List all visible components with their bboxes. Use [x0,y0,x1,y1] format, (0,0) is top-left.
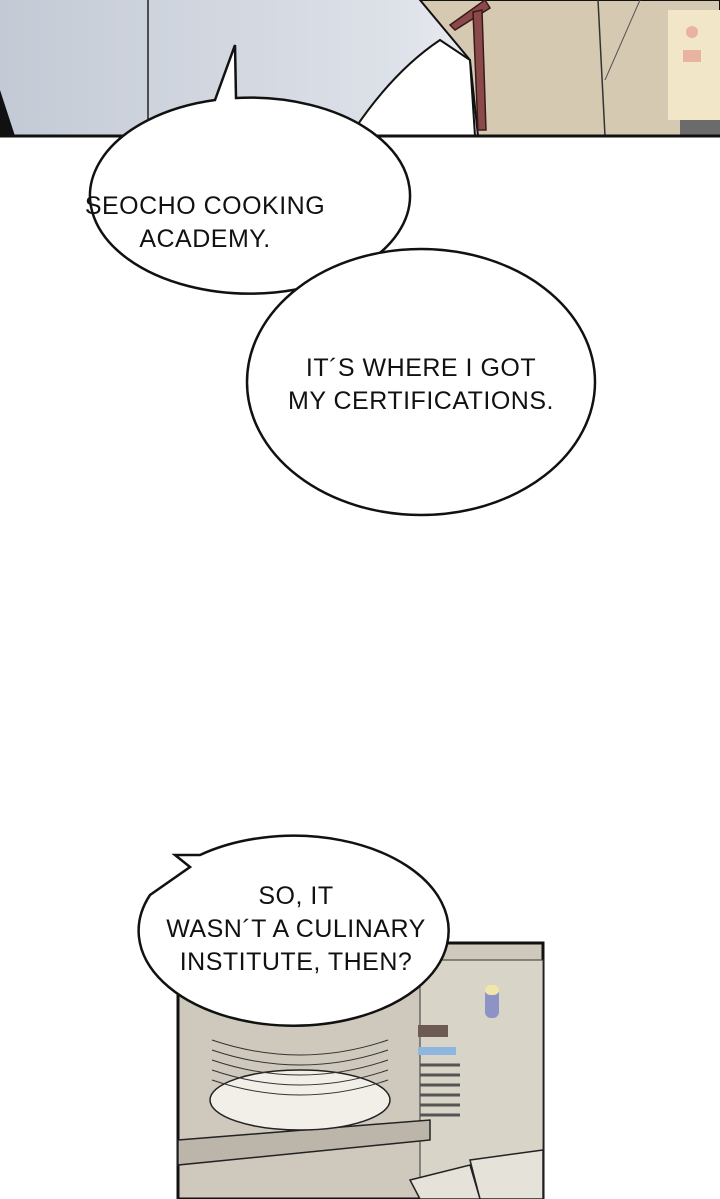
top-panel [0,0,720,138]
bubble-line: MY CERTIFICATIONS. [288,387,554,415]
bubble-3-text: SO, IT WASN´T A CULINARY INSTITUTE, THEN… [146,880,446,979]
bubble-line: ACADEMY. [139,225,271,253]
bottom-panel [176,941,545,1199]
bubble-line: SO, IT [258,882,334,910]
bubble-line: SEOCHO COOKING [84,192,326,220]
bubble-line: WASN´T A CULINARY [166,915,426,943]
speech-bubble-1 [88,44,412,295]
bubble-1-text: SEOCHO COOKING ACADEMY. [50,190,360,256]
speech-bubble-2 [245,247,597,517]
bubble-line: INSTITUTE, THEN? [179,948,413,976]
bubble-line: IT´S WHERE I GOT [305,354,537,382]
speech-bubble-3 [137,834,450,1027]
bubble-2-text: IT´S WHERE I GOT MY CERTIFICATIONS. [266,352,576,418]
